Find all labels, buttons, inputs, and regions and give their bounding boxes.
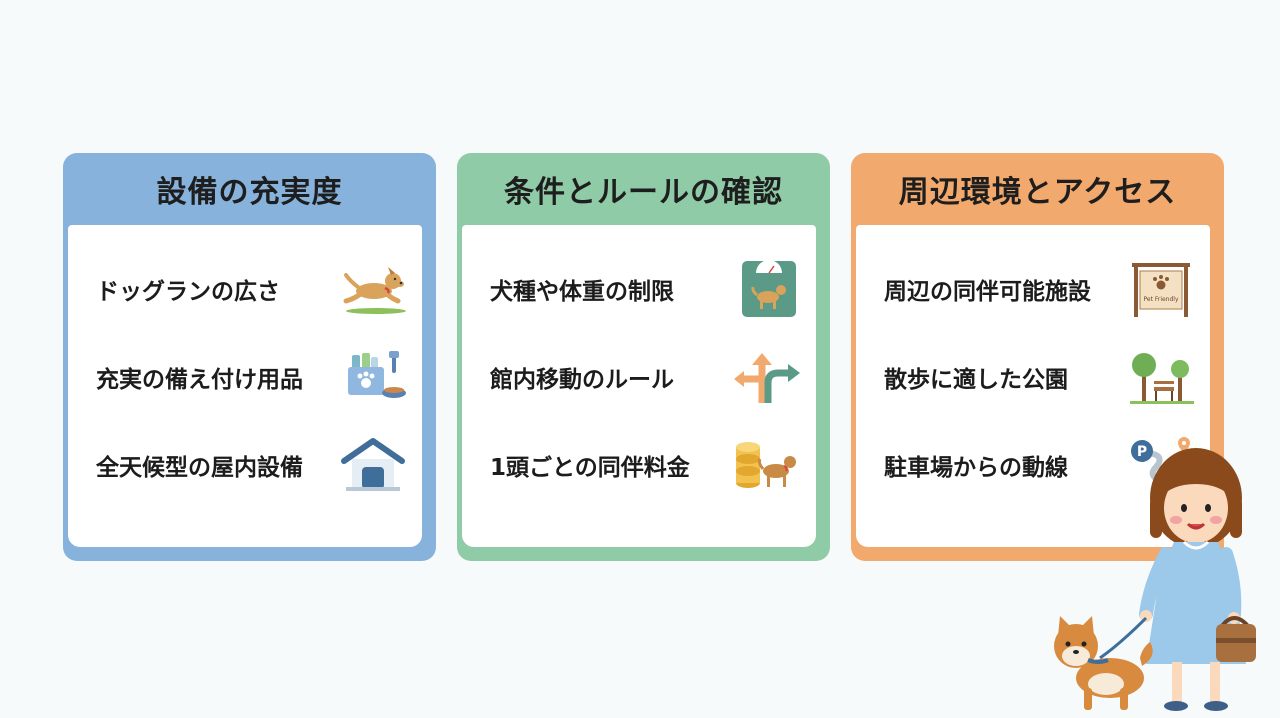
dog-house-icon xyxy=(338,437,408,493)
card-facilities: 設備の充実度 ドッグランの広さ 充 xyxy=(63,153,436,561)
card-conditions: 条件とルールの確認 犬種や体重の制限 館内移動のルール xyxy=(457,153,830,561)
pet-supplies-icon xyxy=(338,349,408,405)
parking-letter: P xyxy=(1137,444,1147,460)
list-item: 館内移動のルール xyxy=(490,349,802,405)
sign-text: Pet Friendly xyxy=(1143,296,1178,303)
list-item: 犬種や体重の制限 xyxy=(490,261,802,317)
list-item: 全天候型の屋内設備 xyxy=(96,437,408,493)
direction-arrows-icon xyxy=(732,349,802,405)
card-environment: 周辺環境とアクセス 周辺の同伴可能施設 Pet Friendly 散歩に適した公 xyxy=(851,153,1224,561)
list-item: 1頭ごとの同伴料金 xyxy=(490,437,802,493)
card-title: 条件とルールの確認 xyxy=(504,175,783,210)
list-item: 周辺の同伴可能施設 Pet Friendly xyxy=(884,261,1196,317)
coins-dog-icon xyxy=(732,437,802,493)
item-label: 駐車場からの動線 xyxy=(884,455,1068,481)
card-title: 設備の充実度 xyxy=(156,175,343,210)
item-label: 散歩に適した公園 xyxy=(884,367,1068,393)
park-bench-icon xyxy=(1126,349,1196,405)
item-label: ドッグランの広さ xyxy=(96,279,280,305)
list-item: 散歩に適した公園 xyxy=(884,349,1196,405)
item-label: 1頭ごとの同伴料金 xyxy=(490,455,690,481)
card-body: ドッグランの広さ 充実の備え付け用品 xyxy=(68,225,422,547)
pet-friendly-sign-icon: Pet Friendly xyxy=(1126,261,1196,317)
running-dog-icon xyxy=(338,261,408,317)
card-title: 周辺環境とアクセス xyxy=(898,175,1177,210)
item-label: 全天候型の屋内設備 xyxy=(96,455,303,481)
list-item: 充実の備え付け用品 xyxy=(96,349,408,405)
dog-scale-icon xyxy=(732,261,802,317)
item-label: 充実の備え付け用品 xyxy=(96,367,303,393)
woman-with-dog-illustration xyxy=(1050,444,1280,714)
list-item: ドッグランの広さ xyxy=(96,261,408,317)
card-body: 犬種や体重の制限 館内移動のルール xyxy=(462,225,816,547)
list-item: 駐車場からの動線 P xyxy=(884,437,1196,493)
item-label: 犬種や体重の制限 xyxy=(490,279,674,305)
item-label: 館内移動のルール xyxy=(490,367,674,393)
item-label: 周辺の同伴可能施設 xyxy=(884,279,1091,305)
